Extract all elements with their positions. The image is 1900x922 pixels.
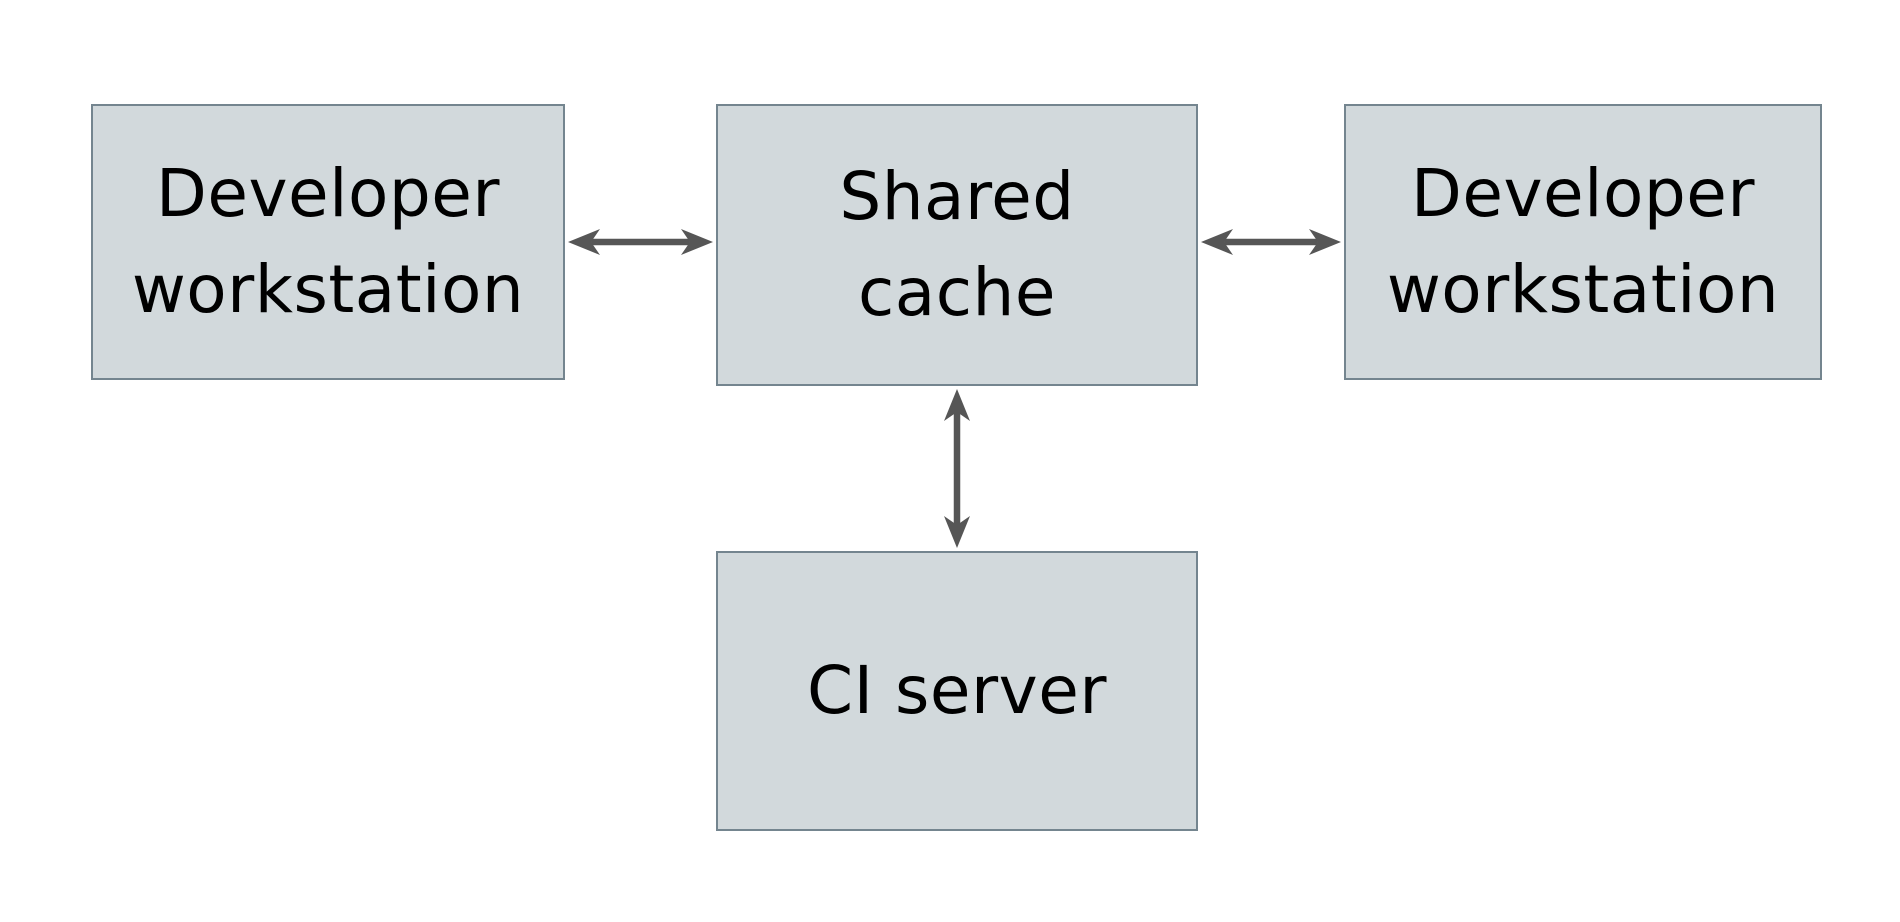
bidirectional-arrow-workstation-left-to-shared-cache (568, 229, 713, 255)
node-shared-cache: Shared cache (716, 104, 1198, 386)
arrowhead (568, 229, 600, 255)
arrowhead (1309, 229, 1341, 255)
arrowhead (1201, 229, 1233, 255)
bidirectional-arrow-shared-cache-to-ci-server (944, 389, 970, 548)
bidirectional-arrow-shared-cache-to-workstation-right (1201, 229, 1341, 255)
node-label-ci-server: CI server (807, 652, 1107, 729)
node-developer-workstation-right: Developer workstation (1344, 104, 1822, 380)
node-label-developer-workstation-left: Developer workstation (131, 155, 525, 328)
node-label-shared-cache: Shared cache (839, 158, 1075, 331)
arrowhead (944, 516, 970, 548)
arrowhead (681, 229, 713, 255)
node-developer-workstation-left: Developer workstation (91, 104, 565, 380)
node-ci-server: CI server (716, 551, 1198, 831)
arrowhead (944, 389, 970, 421)
node-label-developer-workstation-right: Developer workstation (1386, 155, 1780, 328)
